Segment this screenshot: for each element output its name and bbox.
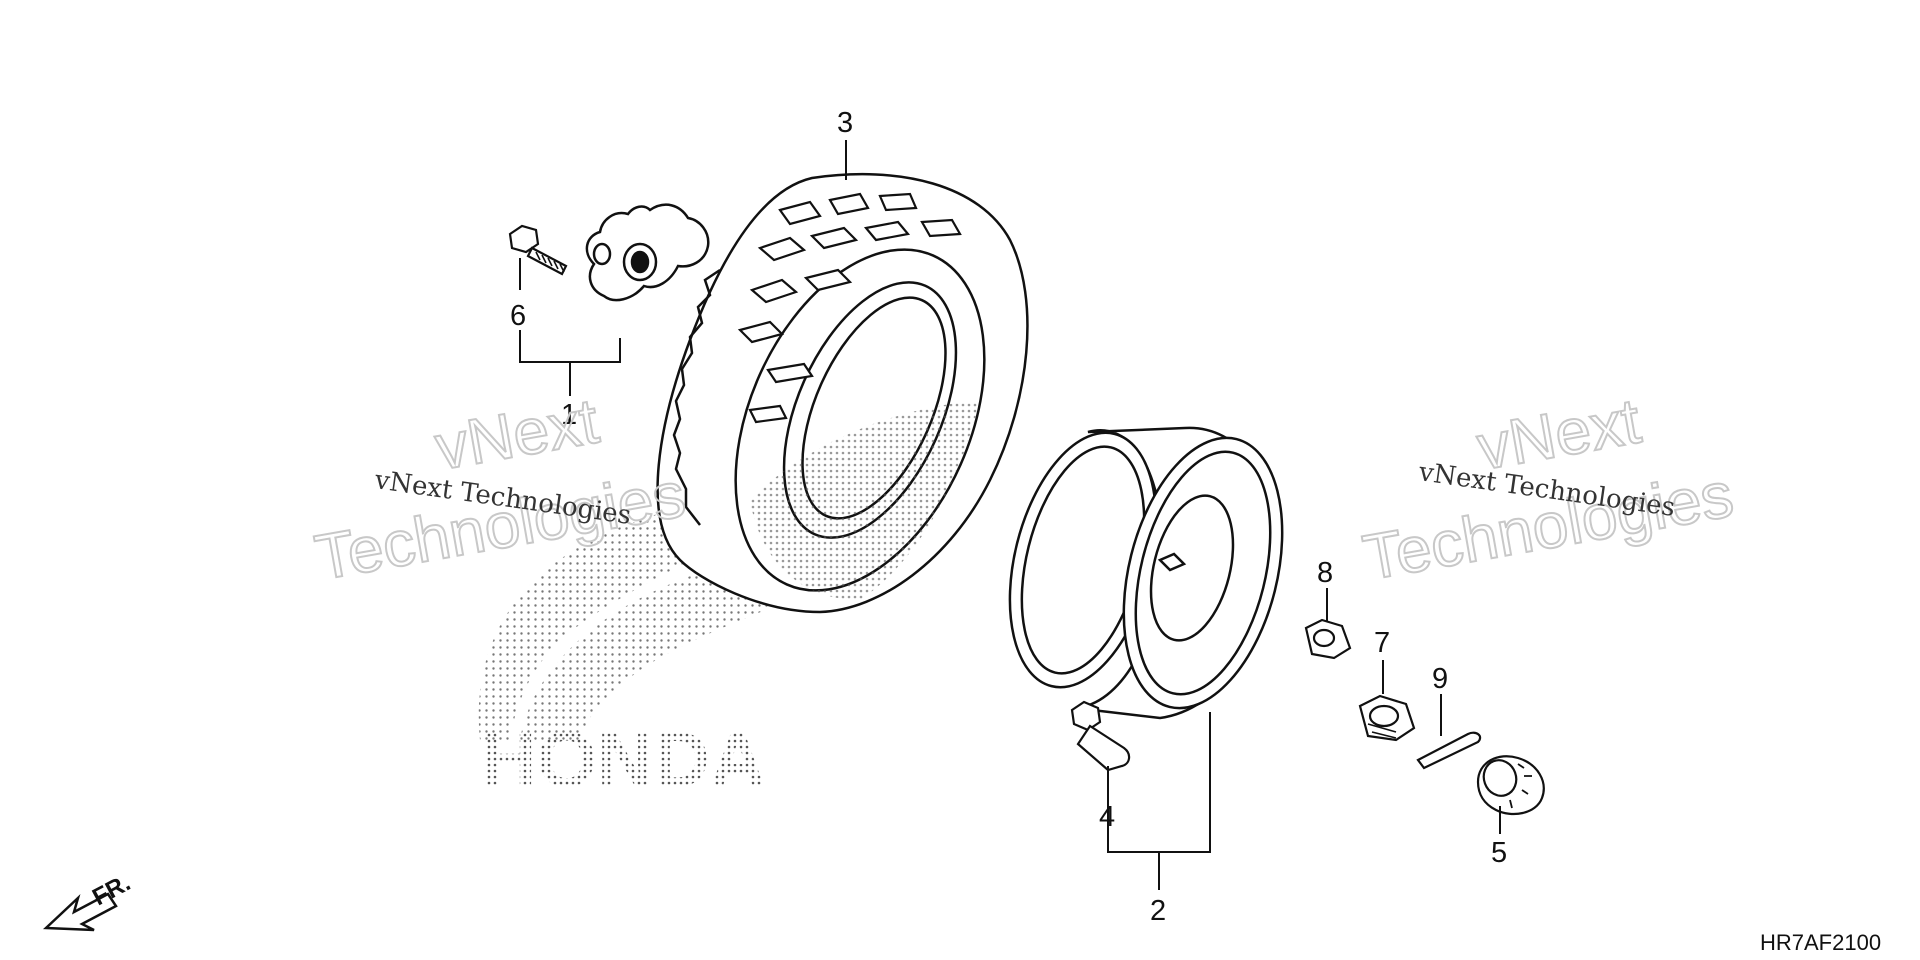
callout-4: 4	[1099, 801, 1115, 833]
hub	[585, 203, 710, 302]
callout-8: 8	[1317, 557, 1333, 589]
cotter-pin	[1416, 731, 1482, 770]
callout-2: 2	[1150, 895, 1166, 927]
callout-6: 6	[510, 300, 526, 332]
valve-stem	[1070, 700, 1131, 772]
nut	[1304, 618, 1352, 660]
bolt	[508, 224, 568, 276]
callout-1: 1	[561, 399, 577, 431]
callouts: 3 6 1 8 7 9 4 5 2	[510, 107, 1507, 927]
honda-brand-text: HONDA	[480, 715, 766, 803]
callout-9: 9	[1432, 663, 1448, 695]
cap	[1476, 755, 1545, 816]
front-arrow-icon: FR.	[42, 869, 135, 932]
castle-nut	[1358, 694, 1416, 742]
diagram-code: HR7AF2100	[1760, 930, 1881, 955]
rim	[1008, 426, 1284, 720]
tire	[656, 172, 1029, 614]
watermark-left-top: vNext	[430, 384, 604, 483]
callout-5: 5	[1491, 837, 1507, 869]
callout-3: 3	[837, 107, 853, 139]
callout-7: 7	[1374, 627, 1390, 659]
leader-lines	[519, 140, 1501, 890]
watermark-right: vNext Technologies vNext Technologies	[1357, 383, 1739, 594]
